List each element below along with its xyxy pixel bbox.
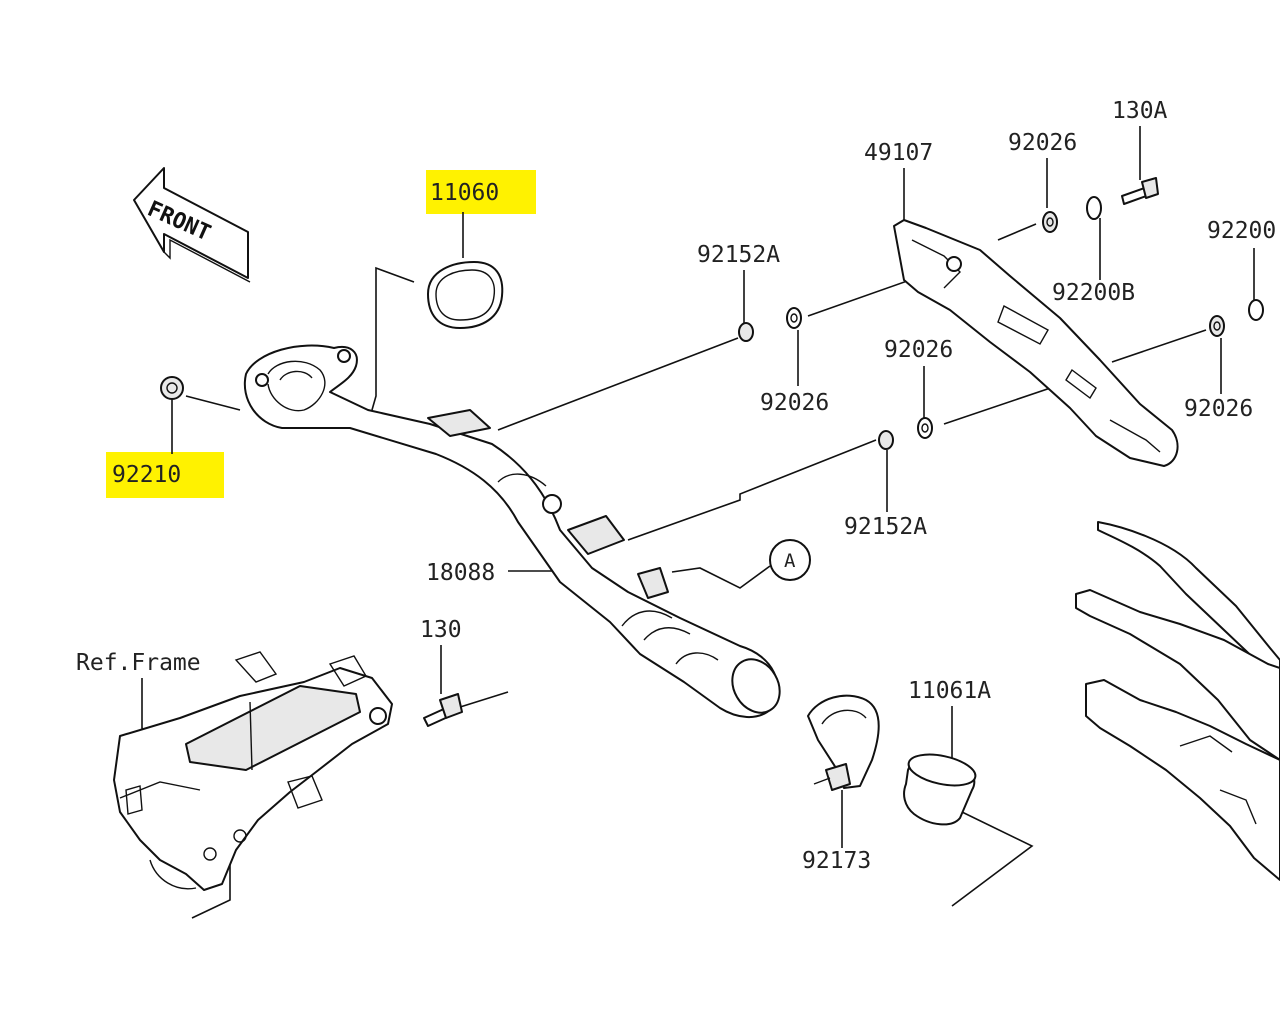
- reference-frame: [113, 651, 393, 891]
- label-130a: 130A: [1112, 98, 1168, 124]
- grommet-92152a-bottom: [878, 430, 894, 450]
- callout-a-circle: [769, 539, 811, 581]
- nut-92210: [160, 376, 184, 400]
- label-130: 130: [420, 617, 462, 643]
- bolt-130a: [1121, 177, 1159, 205]
- label-11061a: 11061A: [908, 678, 991, 704]
- highlight-92210: [106, 452, 224, 498]
- label-92026-a: 92026: [760, 390, 829, 416]
- highlight-11060: [426, 170, 536, 214]
- label-92200-edge: 92200: [1207, 218, 1276, 244]
- gasket-11061a: [903, 753, 977, 826]
- washer-92026-mid: [917, 417, 933, 439]
- heat-guard-49107: [893, 219, 1179, 467]
- label-92026-mid: 92026: [884, 337, 953, 363]
- label-92210: 92210: [112, 462, 181, 488]
- exhaust-pipe-18088: [243, 344, 781, 718]
- label-92026-right: 92026: [1184, 396, 1253, 422]
- bolt-130: [423, 693, 463, 727]
- washer-92200b: [1086, 196, 1102, 220]
- label-92026-top: 92026: [1008, 130, 1077, 156]
- clamp-92173: [807, 694, 880, 791]
- leader-lines: [141, 126, 1255, 919]
- label-92152a-bottom: 92152A: [844, 514, 927, 540]
- grommet-92152a-top: [738, 322, 754, 342]
- label-ref-frame: Ref.Frame: [76, 650, 201, 676]
- front-arrow-icon: FRONT: [133, 167, 251, 283]
- washer-92200-edge: [1248, 299, 1264, 321]
- washer-92026-top: [1042, 211, 1058, 233]
- label-92200b: 92200B: [1052, 280, 1135, 306]
- callout-a-text: A: [784, 550, 796, 572]
- label-18088: 18088: [426, 560, 495, 586]
- heat-guard-right-edge: [1075, 521, 1280, 881]
- label-92173: 92173: [802, 848, 871, 874]
- label-49107: 49107: [864, 140, 933, 166]
- gasket-11060: [427, 261, 504, 329]
- washer-92026-right: [1209, 315, 1225, 337]
- label-92152a-top: 92152A: [697, 242, 780, 268]
- label-11060: 11060: [430, 180, 499, 206]
- washer-92026-a: [786, 307, 802, 329]
